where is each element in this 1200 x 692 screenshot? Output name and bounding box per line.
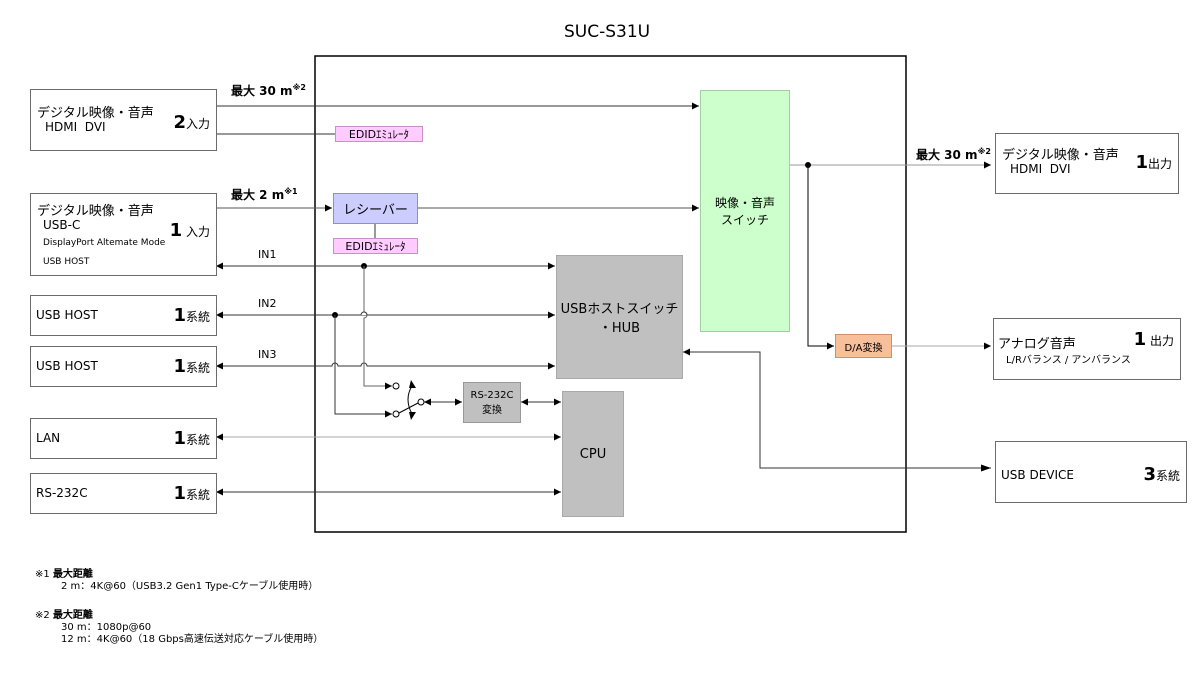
output-title: アナログ音声: [998, 337, 1076, 352]
output-count: 1出力: [1135, 152, 1172, 173]
note-2: ※2 最大距離 30 m：1080p@60 12 m：4K@60（18 Gbps…: [35, 610, 324, 645]
input-title: LAN: [36, 431, 61, 445]
usb-line-label-in2: IN2: [258, 297, 277, 310]
input-count: 2入力: [173, 112, 210, 133]
selector-arc: [407, 385, 413, 415]
output-title: USB DEVICE: [1001, 468, 1074, 482]
input-usbc-box: デジタル映像・音声 USB-C DisplayPort Altemate Mod…: [30, 193, 217, 276]
input-title: USB HOST: [36, 308, 98, 322]
input-title: デジタル映像・音声: [37, 204, 154, 219]
output-hdmi-box: デジタル映像・音声 HDMI DVI 1出力: [995, 133, 1179, 194]
note-1: ※1 最大距離 2 m：4K@60（USB3.2 Gen1 Type-Cケーブル…: [35, 569, 319, 592]
usb-host-switch-hub-block: USBホストスイッチ ・HUB: [556, 255, 683, 379]
input-count: 1系統: [173, 305, 210, 326]
in2-drop: [334, 315, 392, 418]
usb-line-label-in1: IN1: [258, 248, 277, 261]
input-title: RS-232C: [36, 486, 88, 500]
selector-lever: [398, 402, 419, 414]
input-count: 1系統: [173, 356, 210, 377]
input-count: 1 入力: [169, 220, 210, 241]
device-title: SUC-S31U: [564, 22, 651, 42]
input-count: 1系統: [173, 483, 210, 504]
output-sub: HDMI DVI: [1010, 162, 1071, 176]
in1-drop: [363, 266, 392, 390]
selector-contact: [392, 382, 400, 390]
output-sub: L/Rバランス / アンバランス: [1006, 355, 1131, 366]
distance-label-hdmi-in: 最大 30 m※2: [231, 83, 306, 98]
selector-contact: [392, 410, 400, 418]
av-switch-block: 映像・音声 スイッチ: [700, 90, 790, 332]
input-sub: HDMI DVI: [45, 120, 106, 134]
in3-line: [216, 362, 555, 370]
selector-contact: [417, 398, 425, 406]
input-lan-box: LAN 1系統: [30, 418, 217, 459]
input-usbhost1-box: USB HOST 1系統: [30, 295, 217, 336]
output-count: 3系統: [1143, 464, 1180, 485]
da-feed-line: [807, 165, 834, 350]
output-analog-box: アナログ音声 L/Rバランス / アンバランス 1 出力: [993, 318, 1181, 380]
output-count: 1 出力: [1133, 329, 1174, 350]
output-usbdevice-box: USB DEVICE 3系統: [995, 441, 1187, 503]
input-sub: USB-C: [43, 218, 81, 232]
input-sub: DisplayPort Altemate Mode: [43, 238, 166, 248]
input-title: デジタル映像・音声: [37, 106, 154, 121]
usb-device-line: [683, 348, 991, 469]
input-usbhost2-box: USB HOST 1系統: [30, 346, 217, 387]
output-title: デジタル映像・音声: [1002, 148, 1119, 163]
input-sub: USB HOST: [43, 257, 90, 267]
distance-label-usbc-in: 最大 2 m※1: [231, 187, 298, 202]
input-count: 1系統: [173, 428, 210, 449]
device-frame: [314, 55, 907, 533]
usb-line-label-in3: IN3: [258, 348, 277, 361]
input-hdmi-box: デジタル映像・音声 HDMI DVI 2入力: [30, 89, 217, 151]
input-title: USB HOST: [36, 359, 98, 373]
cpu-block: CPU: [562, 391, 624, 517]
rs232c-converter-block: RS-232C 変換: [463, 382, 521, 423]
edid-emulator-block: EDIDｴﾐｭﾚｰﾀ: [335, 126, 423, 142]
input-rs232c-box: RS-232C 1系統: [30, 473, 217, 514]
edid-emulator-block: EDIDｴﾐｭﾚｰﾀ: [333, 238, 418, 254]
da-converter-block: D/A変換: [835, 334, 892, 358]
distance-label-hdmi-out: 最大 30 m※2: [916, 147, 991, 162]
receiver-block: レシーバー: [333, 193, 418, 224]
